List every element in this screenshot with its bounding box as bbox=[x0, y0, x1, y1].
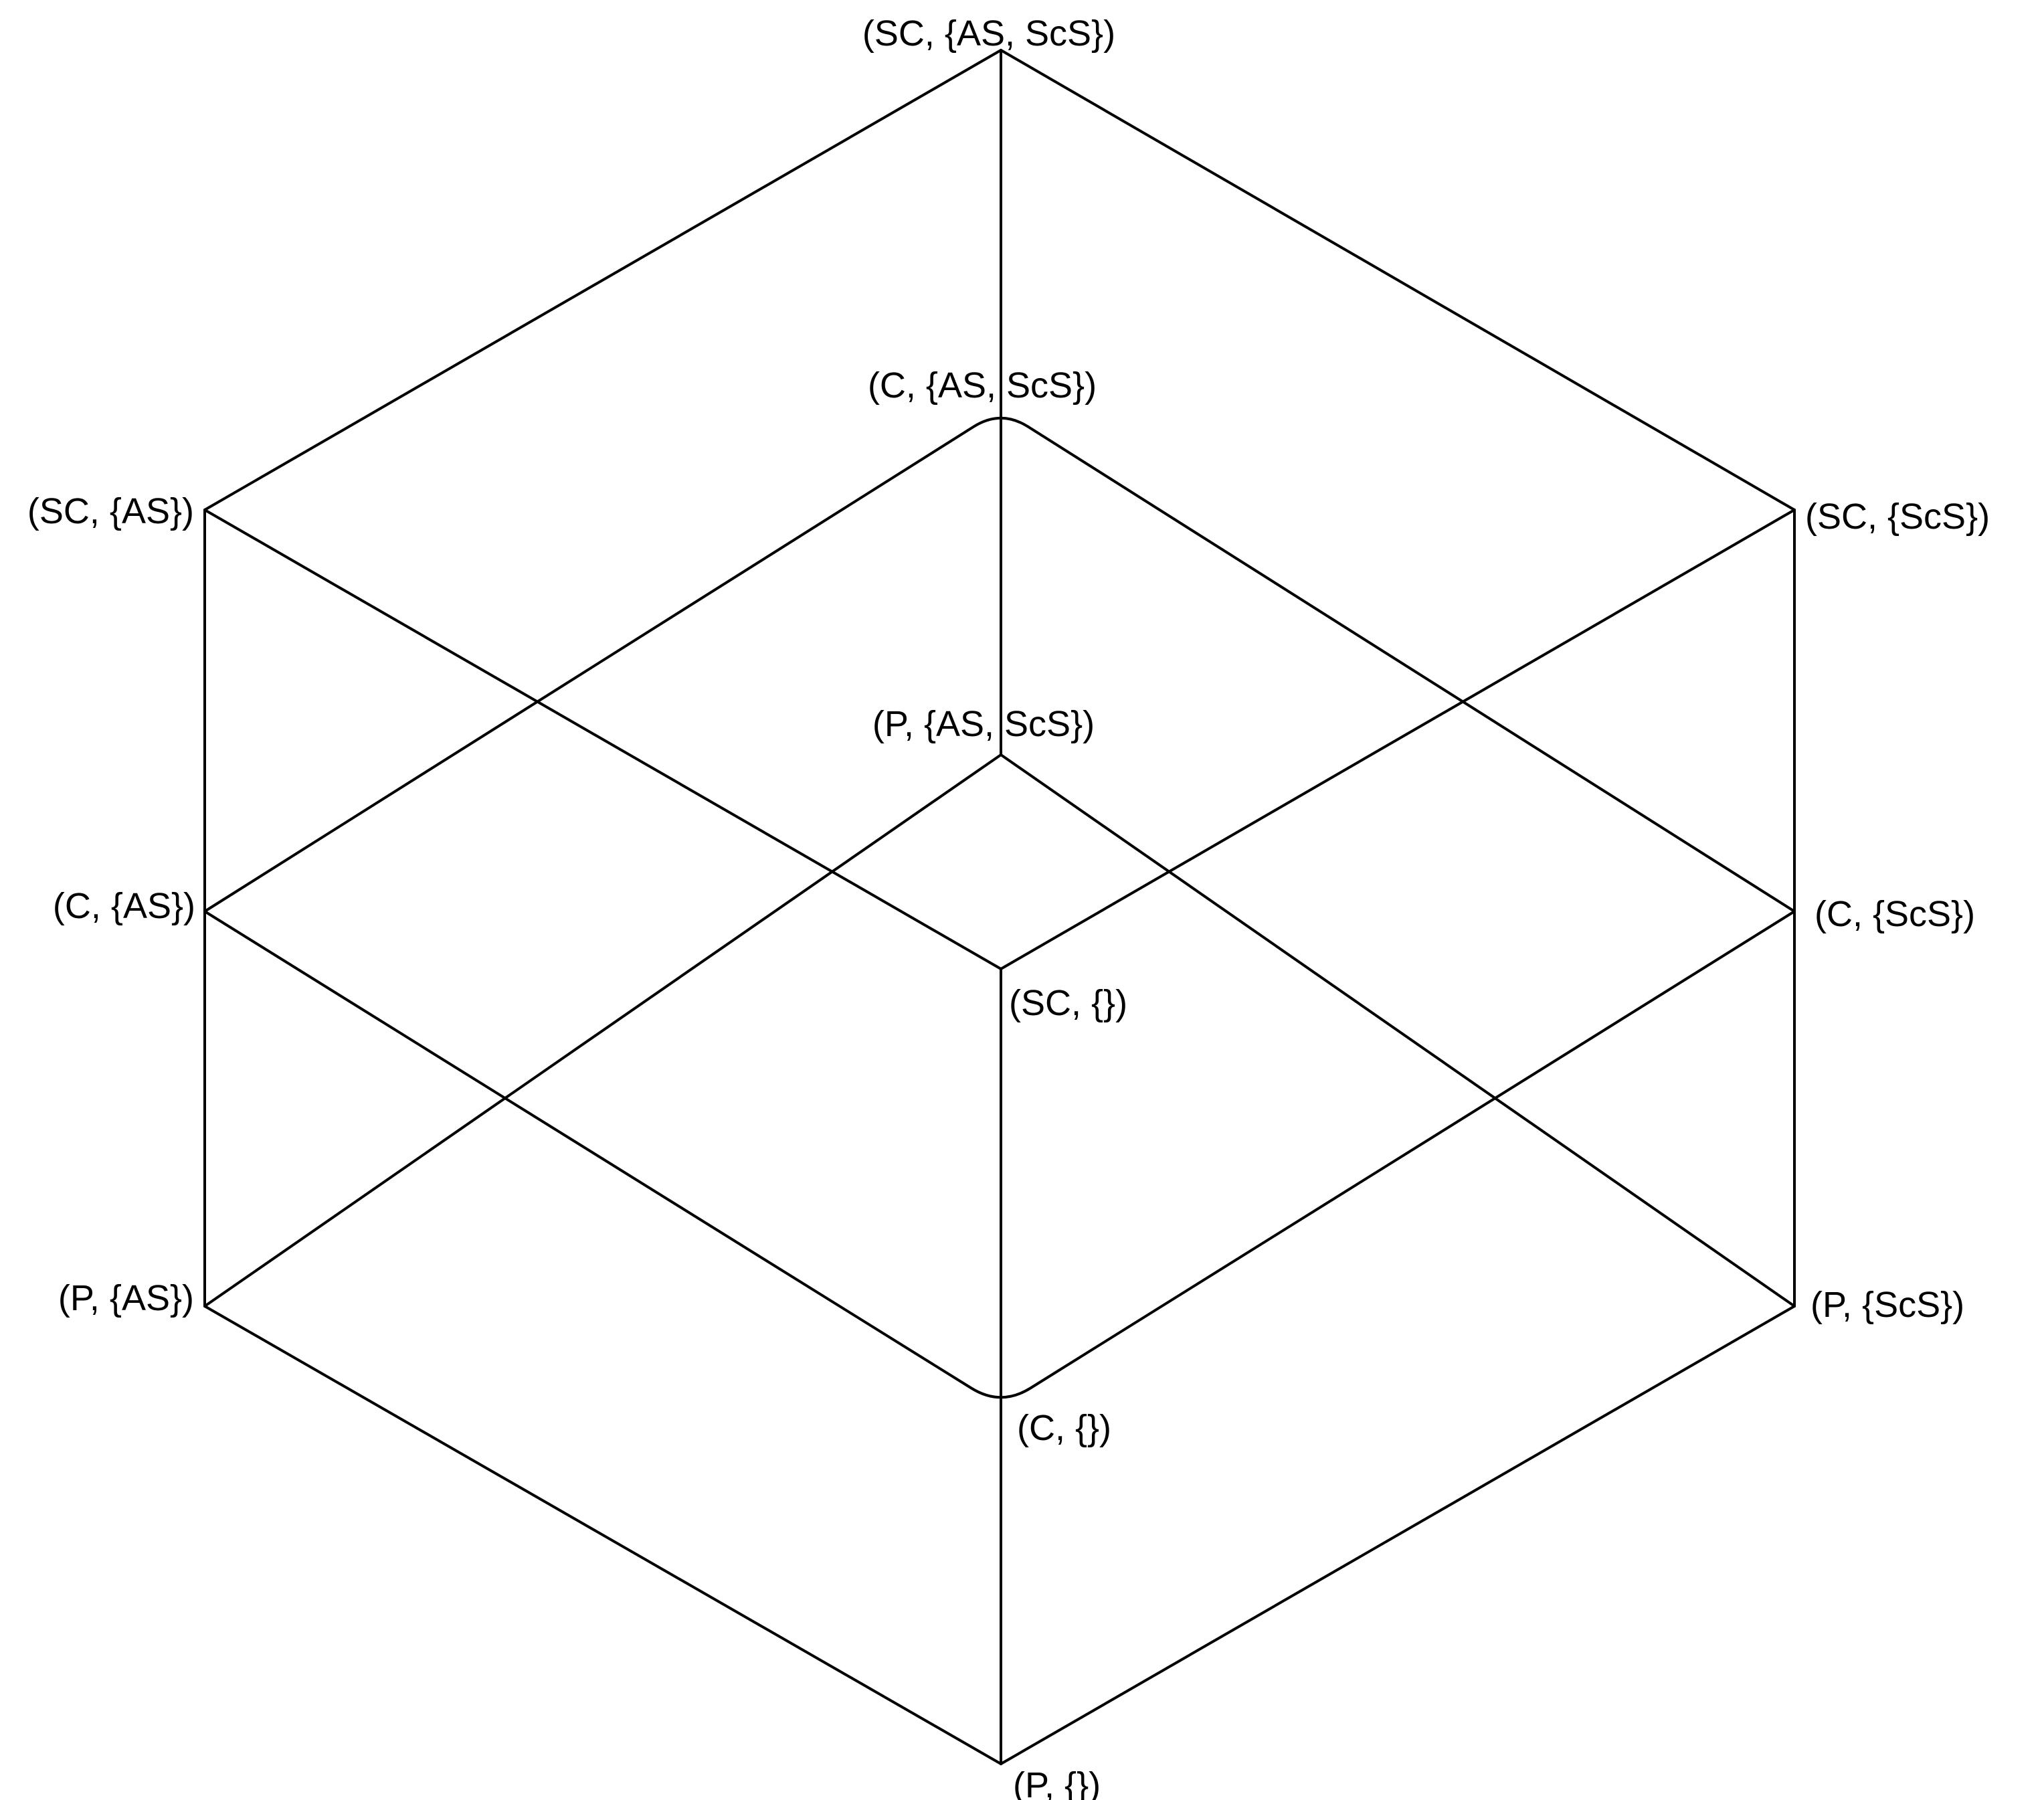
node-label-c-scs: (C, {ScS}) bbox=[1815, 894, 1975, 934]
node-label-p-empty: (P, {}) bbox=[1013, 1765, 1101, 1800]
node-label-sc-as: (SC, {AS}) bbox=[27, 491, 194, 531]
node-label-sc-scs: (SC, {ScS}) bbox=[1805, 497, 1990, 537]
node-label-p-as: (P, {AS}) bbox=[58, 1278, 194, 1318]
edge-SC_AS-SC_empty bbox=[203, 509, 1002, 970]
edge-P_AS-P_empty bbox=[203, 1305, 1002, 1765]
edge-SC_ScS-SC_empty bbox=[1000, 509, 1796, 970]
node-label-c-as: (C, {AS}) bbox=[53, 886, 195, 926]
lattice-labels: (SC, {AS, ScS}) (C, {AS, ScS}) (SC, {AS}) (… bbox=[27, 13, 1990, 1800]
node-label-sc-as-scs: (SC, {AS, ScS}) bbox=[862, 13, 1115, 54]
edge-SC_AS_ScS-SC_ScS bbox=[1000, 49, 1796, 511]
lattice-edges bbox=[203, 49, 1796, 1765]
node-label-p-as-scs: (P, {AS, ScS}) bbox=[872, 704, 1095, 744]
edge-P_AS_ScS-P_AS bbox=[203, 753, 1002, 1308]
edge-P_ScS-P_empty bbox=[1000, 1305, 1796, 1765]
node-label-c-as-scs: (C, {AS, ScS}) bbox=[868, 365, 1097, 406]
node-label-p-scs: (P, {ScS}) bbox=[1810, 1285, 1964, 1325]
node-label-sc-empty: (SC, {}) bbox=[1009, 983, 1127, 1023]
node-label-c-empty: (C, {}) bbox=[1017, 1408, 1111, 1448]
edge-SC_AS_ScS-SC_AS bbox=[203, 49, 1002, 511]
edge-P_AS_ScS-P_ScS bbox=[1000, 753, 1796, 1308]
